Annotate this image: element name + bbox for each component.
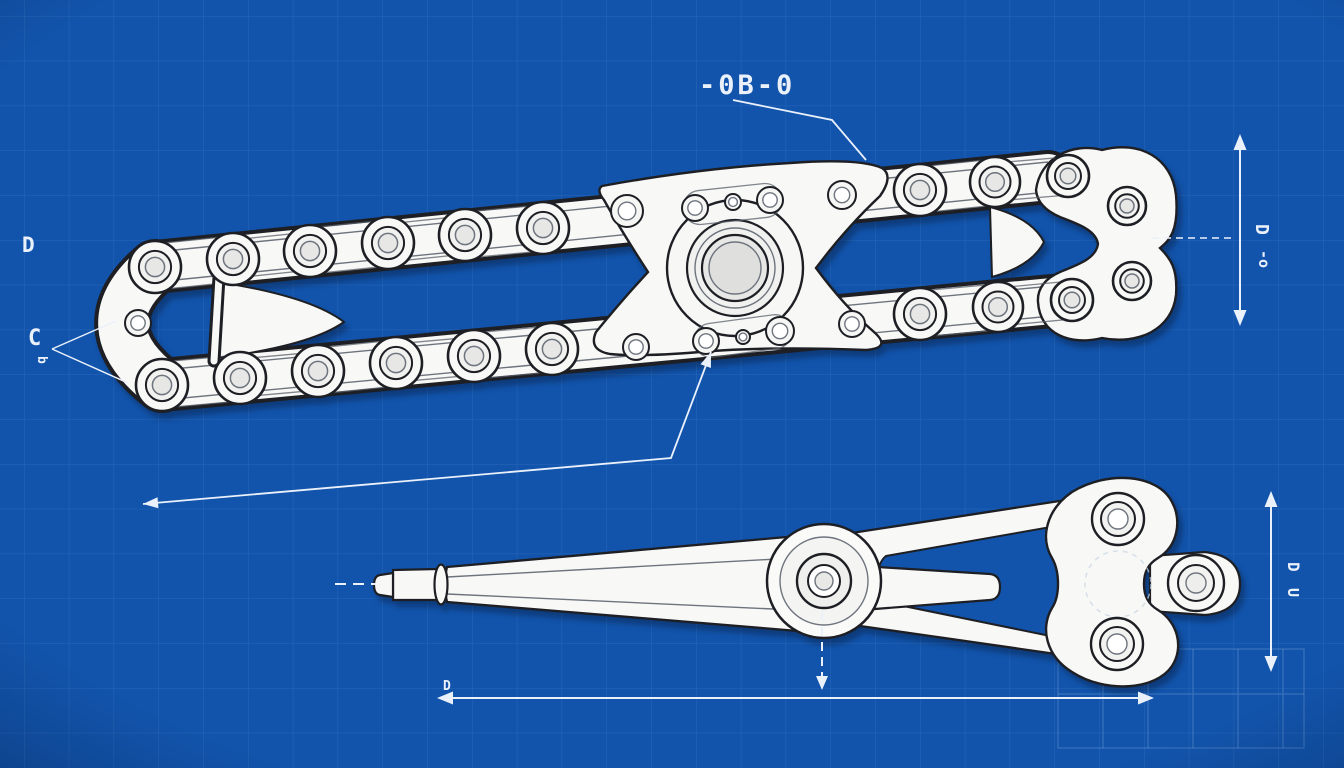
handle-neck: [391, 567, 439, 602]
left-strut: [210, 273, 223, 365]
plate-hole: [838, 310, 866, 338]
chain-roller: [212, 350, 268, 406]
head-pin-bottom: [1089, 616, 1145, 672]
tool-hub: [765, 522, 883, 640]
part-code-label: -0B-0: [699, 70, 795, 101]
chain-roller: [205, 231, 261, 287]
plate-hole: [622, 333, 650, 361]
plate-hole: [756, 186, 784, 214]
head-pin-top: [1090, 491, 1146, 547]
chain-roller: [437, 207, 493, 263]
chain-roller: [127, 239, 183, 295]
chain-roller: [134, 357, 190, 413]
handle-tip: [372, 571, 395, 599]
chain-roller: [1049, 277, 1095, 323]
plate-hole: [827, 180, 857, 210]
chain-roller: [892, 162, 948, 218]
lower-right-dim-label-secondary: U: [1284, 588, 1302, 597]
chain-roller: [1045, 153, 1091, 199]
left-leader-label: C: [28, 326, 41, 351]
right-dim-label-secondary: -o: [1255, 250, 1273, 268]
plate-hole: [124, 309, 152, 337]
plate-hole: [692, 327, 720, 355]
chain-roller: [368, 335, 424, 391]
chain-roller: [446, 328, 502, 384]
chain-roller: [1106, 185, 1148, 227]
plate-hole: [610, 194, 644, 228]
plate-hole: [724, 193, 742, 211]
left-dim-label: D: [22, 233, 35, 257]
chain-roller: [290, 343, 346, 399]
right-dim-label-primary: D: [1251, 224, 1272, 235]
plate-hole: [681, 194, 709, 222]
lower-right-dim-label-primary: D: [1284, 562, 1303, 572]
cap-details: [124, 309, 152, 337]
plate-hole: [735, 329, 751, 345]
left-leader-sublabel: b: [34, 356, 49, 364]
handle-collar: [433, 563, 449, 606]
bottom-dim-label: D: [443, 679, 451, 694]
chain-roller: [1111, 260, 1153, 302]
chain-roller: [968, 155, 1022, 209]
chain-roller: [971, 280, 1025, 334]
chain-roller: [892, 286, 948, 342]
side-roller: [1166, 553, 1226, 613]
chain-roller: [360, 215, 416, 271]
chain-roller: [515, 200, 571, 256]
chain-roller: [524, 321, 580, 377]
chain-roller: [282, 223, 338, 279]
plate-hole: [765, 316, 795, 346]
